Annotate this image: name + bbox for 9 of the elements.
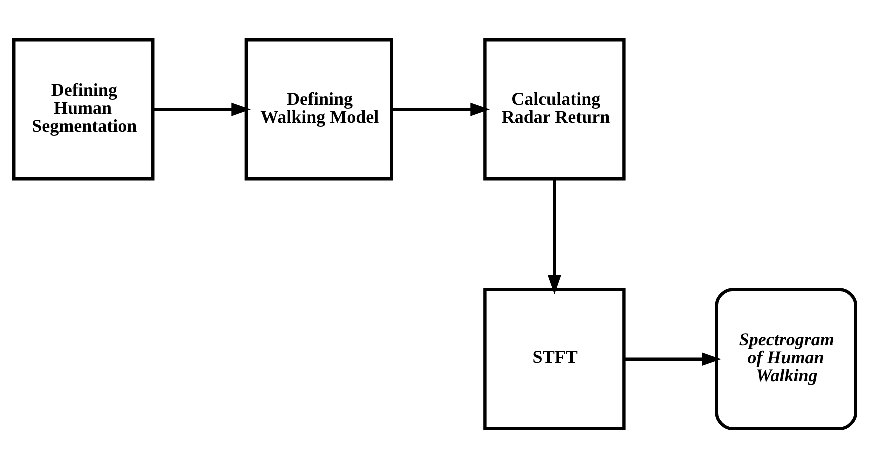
arrow (154, 102, 251, 116)
arrow (624, 352, 722, 366)
arrow (392, 102, 490, 116)
node-box: Calculating Radar Return (484, 38, 626, 180)
node-box: STFT (484, 288, 626, 430)
node-box: Defining Human Segmentation (12, 38, 155, 180)
node-box: Spectrogram of Human Walking (715, 288, 858, 430)
arrow (548, 178, 562, 294)
node-box: Defining Walking Model (244, 38, 394, 180)
